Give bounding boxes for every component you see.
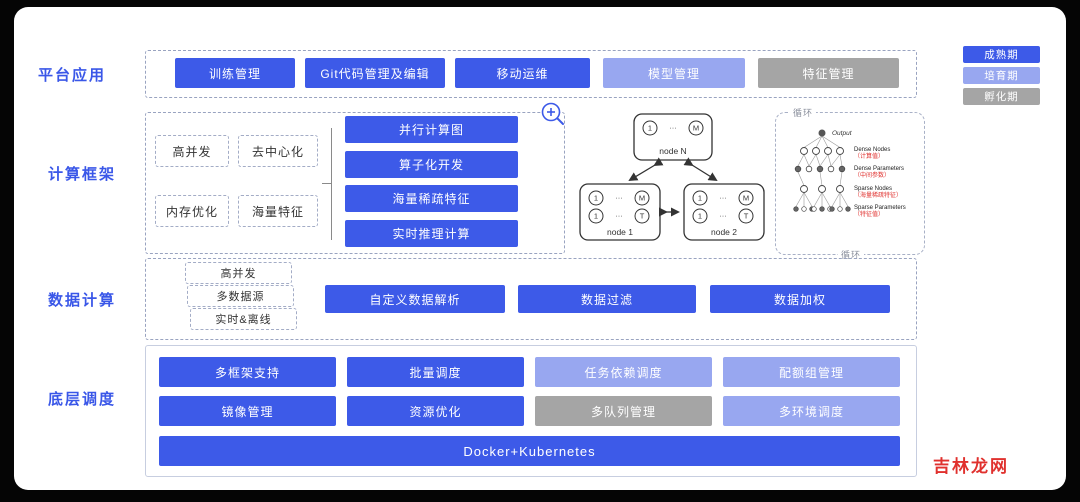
feature-memory-optimized: 内存优化 — [155, 195, 229, 227]
net-label-output: Output — [832, 130, 853, 137]
button-massive-sparse-feature[interactable]: 海量稀疏特征 — [345, 185, 518, 212]
button-batch-scheduling[interactable]: 批量调度 — [347, 357, 524, 387]
circle-label: M — [743, 194, 749, 203]
row-label-framework: 计算框架 — [48, 166, 117, 183]
node-2-label: node 2 — [711, 227, 737, 237]
button-multi-env-sched[interactable]: 多环境调度 — [723, 396, 900, 426]
feature-high-concurrency: 高并发 — [155, 135, 229, 167]
button-parallel-compute-graph[interactable]: 并行计算图 — [345, 116, 518, 143]
circle-dots: ··· — [719, 193, 727, 202]
circle-dots: ··· — [615, 193, 623, 202]
net-note-dense-parameters: （中间参数） — [854, 171, 890, 179]
button-realtime-inference[interactable]: 实时推理计算 — [345, 220, 518, 247]
bracket-tick — [322, 183, 331, 184]
circle-label: T — [744, 212, 749, 221]
legend-growing: 培育期 — [963, 67, 1040, 84]
circle-label: 1 — [648, 124, 652, 133]
net-label-dense-nodes: Dense Nodes — [854, 147, 890, 153]
framework-section-box — [145, 112, 565, 254]
circle-label: 1 — [698, 212, 702, 221]
zoom-plus-icon[interactable] — [540, 101, 566, 127]
circle-label: 1 — [698, 194, 702, 203]
loop-label-top: 循环 — [790, 106, 817, 119]
legend-mature: 成熟期 — [963, 46, 1040, 63]
sparse-network-diagram: Output Dense Nodes （计算值） Dense Parameter… — [793, 129, 906, 218]
button-image-mgmt[interactable]: 镜像管理 — [159, 396, 336, 426]
data-section-box — [145, 258, 917, 340]
row-label-scheduling: 底层调度 — [48, 391, 117, 408]
circle-label: M — [693, 124, 699, 133]
feature-decentralized: 去中心化 — [238, 135, 318, 167]
circle-label: T — [640, 212, 645, 221]
bracket-line — [331, 128, 332, 240]
circle-dots: ··· — [719, 211, 727, 220]
net-note-dense-nodes: （计算值） — [854, 152, 884, 160]
button-mobile-ops[interactable]: 移动运维 — [455, 58, 590, 88]
feature-multi-datasource: 多数据源 — [187, 285, 294, 307]
loop-box: 循环 循环 — [775, 106, 925, 261]
circle-dots: ··· — [615, 211, 623, 220]
circle-label: M — [639, 194, 645, 203]
feature-realtime-offline: 实时&离线 — [190, 308, 297, 330]
row-label-platform: 平台应用 — [38, 67, 107, 84]
circle-dots: ··· — [669, 123, 677, 132]
button-multi-queue-mgmt[interactable]: 多队列管理 — [535, 396, 712, 426]
scheduling-section-box — [145, 345, 917, 477]
button-model-mgmt[interactable]: 模型管理 — [603, 58, 745, 88]
net-label-sparse-parameters: Sparse Parameters — [854, 205, 906, 211]
net-label-sparse-nodes: Sparse Nodes — [854, 186, 892, 192]
button-operator-dev[interactable]: 算子化开发 — [345, 151, 518, 178]
button-task-dependency[interactable]: 任务依赖调度 — [535, 357, 712, 387]
node-1-label: node 1 — [607, 227, 633, 237]
button-resource-optimize[interactable]: 资源优化 — [347, 396, 524, 426]
button-quota-group-mgmt[interactable]: 配额组管理 — [723, 357, 900, 387]
node-n-label: node N — [659, 146, 686, 156]
button-data-weighting[interactable]: 数据加权 — [710, 285, 890, 313]
button-training-mgmt[interactable]: 训练管理 — [175, 58, 295, 88]
platform-section-box — [145, 50, 917, 98]
net-label-dense-parameters: Dense Parameters — [854, 166, 904, 172]
button-docker-kubernetes[interactable]: Docker+Kubernetes — [159, 436, 900, 466]
circle-label: 1 — [594, 212, 598, 221]
feature-massive-features: 海量特征 — [238, 195, 318, 227]
button-git-code-mgmt[interactable]: Git代码管理及编辑 — [305, 58, 445, 88]
watermark: 吉林龙网 — [933, 457, 1009, 476]
net-note-sparse-parameters: （特征值） — [854, 210, 884, 218]
button-multi-framework[interactable]: 多框架支持 — [159, 357, 336, 387]
legend-incubating: 孵化期 — [963, 88, 1040, 105]
loop-label-bottom: 循环 — [838, 248, 865, 261]
cluster-node-diagram: 1 ··· M 1 ··· M 1 ··· T 1 ··· M 1 ··· T … — [579, 113, 765, 241]
button-data-filtering[interactable]: 数据过滤 — [518, 285, 696, 313]
circle-label: 1 — [594, 194, 598, 203]
feature-high-concurrency-data: 高并发 — [185, 262, 292, 284]
button-custom-data-parsing[interactable]: 自定义数据解析 — [325, 285, 505, 313]
button-feature-mgmt[interactable]: 特征管理 — [758, 58, 899, 88]
net-note-sparse-nodes: （海量稀疏特征） — [854, 191, 902, 199]
row-label-data: 数据计算 — [48, 292, 117, 309]
